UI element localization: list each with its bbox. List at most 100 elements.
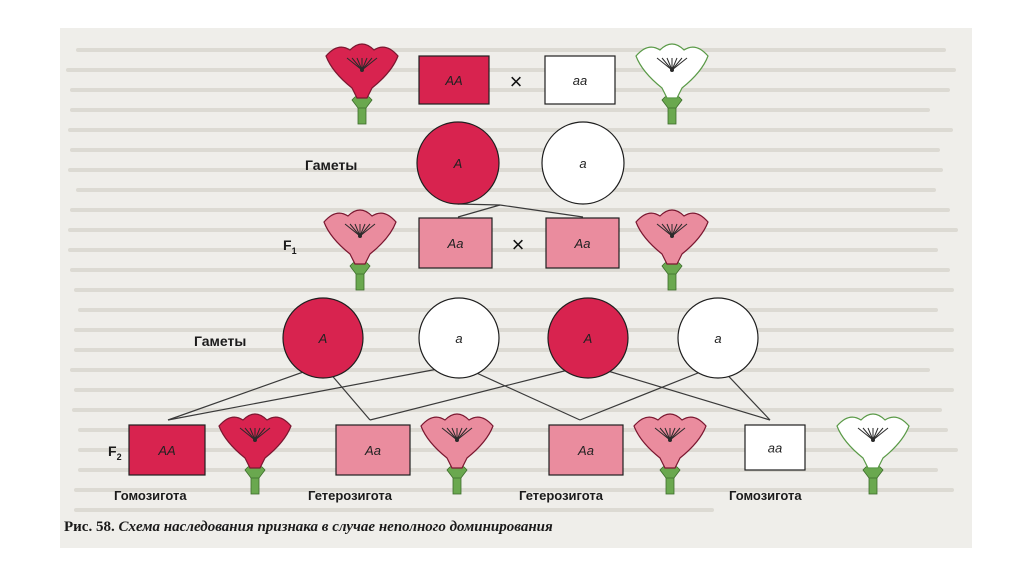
f1-flower-0-stamen <box>349 223 361 237</box>
f2-flower-3-center <box>871 438 875 442</box>
background-text-line <box>74 348 954 352</box>
gamete-p-0-circle <box>416 121 500 205</box>
background-text-line <box>70 148 940 152</box>
f2-flower-0-stamen <box>254 427 271 441</box>
f2-flower-1-stamen <box>456 427 473 441</box>
f2-flower-0-stamen <box>239 427 256 441</box>
background-text-line <box>78 308 938 312</box>
f2-1-label: Гетерозигота <box>308 488 392 503</box>
f1-flower-0-stamen <box>354 223 361 237</box>
caption-text: Схема наследования признака в случае неп… <box>118 519 553 535</box>
background-text-line <box>70 88 950 92</box>
f1-flower-1-center <box>670 234 674 238</box>
f2-flower-1 <box>420 413 494 495</box>
gametes-label-p: Гаметы <box>305 157 358 173</box>
f2-2-box <box>548 424 624 476</box>
f2-flower-2-stamen <box>664 427 671 441</box>
parent-flower-red-stamen <box>356 57 363 71</box>
f2-flower-2 <box>633 413 707 495</box>
gamete-line <box>579 364 719 421</box>
f2-flower-1-stamen <box>456 427 468 441</box>
f1-label: F1 <box>283 237 297 256</box>
f1-flower-1-stamen <box>661 223 673 237</box>
background-text-line <box>70 368 930 372</box>
gamete-f1-1-circle <box>418 297 500 379</box>
f2-flower-1-stamen <box>451 427 458 441</box>
f2-flower-0-stamen <box>249 427 256 441</box>
f2-flower-2-stamen <box>659 427 671 441</box>
gamete-line <box>499 204 584 218</box>
gamete-f1-2-allele: А <box>583 331 593 346</box>
f2-3-box <box>744 424 806 471</box>
f1-flower-0-stamen <box>359 223 376 237</box>
gamete-p-0-allele: А <box>453 156 463 171</box>
parent-flower-white-stamen <box>666 57 673 71</box>
f2-3-label: Гомозигота <box>729 488 802 503</box>
f2-flower-3-stamen <box>857 427 874 441</box>
cross-symbol-p: × <box>510 69 523 94</box>
background-text-line <box>78 428 948 432</box>
f2-flower-1-center <box>455 438 459 442</box>
parent-flower-white <box>635 43 709 125</box>
parent-flower-red-stamen <box>346 57 363 71</box>
f2-flower-3-stamen <box>872 427 889 441</box>
parent-flower-red-center <box>360 68 364 72</box>
parent-flower-white-stamen <box>671 57 683 71</box>
f1-flower-1-stamen <box>671 223 678 237</box>
f1-0-genotype: Аа <box>447 236 464 251</box>
parent-1-genotype: аа <box>573 73 587 88</box>
background-text-line <box>76 48 946 52</box>
f2-label: F2 <box>108 443 122 462</box>
f1-flower-0-center <box>358 234 362 238</box>
parent-flower-red-stamen <box>361 57 378 71</box>
gamete-f1-0-allele: А <box>318 331 328 346</box>
f2-2-label: Гетерозигота <box>519 488 603 503</box>
background-text-line <box>68 228 958 232</box>
f2-flower-0-stamen <box>254 427 261 441</box>
gamete-line <box>458 364 581 421</box>
parent-0-genotype: АА <box>444 73 462 88</box>
f2-flower-0-center <box>253 438 257 442</box>
background-text-line <box>76 188 936 192</box>
background-text-line <box>74 288 954 292</box>
background-text-line <box>78 448 958 452</box>
parent-flower-white-stamen <box>661 57 673 71</box>
f1-0-box <box>418 217 493 269</box>
f1-1-box <box>545 217 620 269</box>
f1-flower-0-stamen <box>359 223 371 237</box>
parent-flower-red-stamen <box>361 57 368 71</box>
gametes-label-f1: Гаметы <box>194 333 247 349</box>
f1-flower-1-stamen <box>671 223 683 237</box>
scanned-page-background <box>60 28 972 548</box>
f2-flower-2-stamen <box>669 427 686 441</box>
f2-flower-0 <box>218 413 292 495</box>
gamete-line <box>457 203 501 206</box>
f1-flower-0 <box>323 209 397 291</box>
background-text-line <box>74 488 954 492</box>
parent-0-box <box>418 55 490 105</box>
cross-symbol-f1: × <box>512 232 525 257</box>
background-text-line <box>70 108 930 112</box>
background-text-line <box>70 208 950 212</box>
f2-flower-0-stamen <box>254 427 266 441</box>
f2-2-genotype: Аа <box>577 443 594 458</box>
f2-label-letter: F <box>108 443 117 459</box>
background-text-line <box>68 248 938 252</box>
parent-flower-white-center <box>670 68 674 72</box>
gamete-p-1-circle <box>541 121 625 205</box>
f2-flower-2-stamen <box>669 427 681 441</box>
background-text-line <box>74 328 954 332</box>
parent-flower-red-stamen <box>361 57 373 71</box>
background-text-line <box>74 508 714 512</box>
background-text-line <box>68 128 953 132</box>
gamete-f1-1-allele: а <box>455 331 462 346</box>
f1-flower-1-stamen <box>671 223 688 237</box>
background-text-line <box>78 468 938 472</box>
gamete-p-1-allele: а <box>579 156 586 171</box>
gamete-line <box>457 204 501 218</box>
parent-flower-red <box>325 43 399 125</box>
gamete-f1-2-circle <box>547 297 629 379</box>
parent-flower-red-stamen <box>351 57 363 71</box>
gamete-f1-3-circle <box>677 297 759 379</box>
parent-flower-white-stamen <box>671 57 678 71</box>
